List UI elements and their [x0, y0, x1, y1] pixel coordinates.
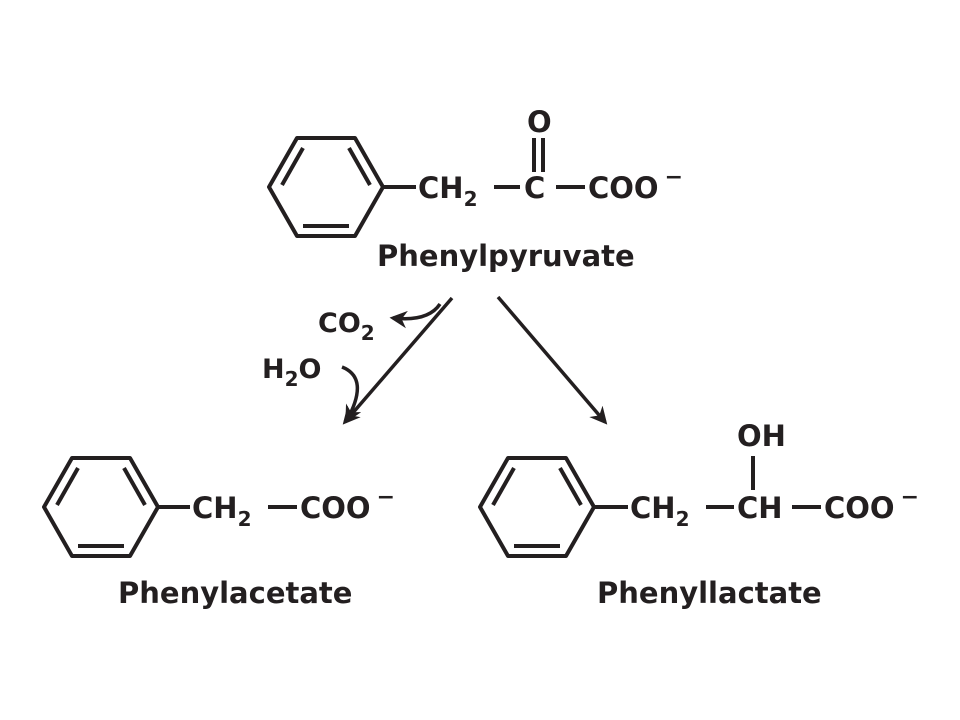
reduction-arrow: [496, 295, 608, 425]
co2-label: CO2: [318, 308, 375, 345]
benzene-ring: [267, 136, 385, 238]
carboxylate-group: COO−: [588, 165, 683, 205]
compound-name-phenyllactate: Phenyllactate: [597, 576, 822, 610]
compound-name-phenylacetate: Phenylacetate: [118, 576, 352, 610]
benzene-ring: [42, 456, 160, 558]
decarboxylation-arrow: [341, 296, 454, 425]
compound-name-phenylpyruvate: Phenylpyruvate: [377, 239, 635, 273]
ch2-group: CH2: [418, 171, 477, 211]
phenyllactate-structure: CH2 CH OH COO− Phenyllactate: [478, 419, 919, 610]
benzene-ring: [478, 456, 596, 558]
carbonyl-carbon: C: [524, 171, 545, 205]
h2o-label: H2O: [262, 354, 321, 391]
carboxylate-group: COO−: [824, 485, 919, 525]
ch2-group: CH2: [630, 491, 689, 531]
co2-release-curve: [389, 302, 442, 329]
phenylacetate-structure: CH2 COO− Phenylacetate: [42, 456, 395, 610]
phenylpyruvate-structure: CH2 C O COO− Phenylpyruvate: [267, 105, 683, 273]
carboxylate-group: COO−: [300, 485, 395, 525]
carbonyl-oxygen: O: [527, 105, 552, 139]
hydroxyl-group: OH: [737, 419, 786, 453]
ch2-group: CH2: [192, 491, 251, 531]
ch-group: CH: [737, 491, 783, 525]
h2o-input-curve: [341, 365, 362, 424]
